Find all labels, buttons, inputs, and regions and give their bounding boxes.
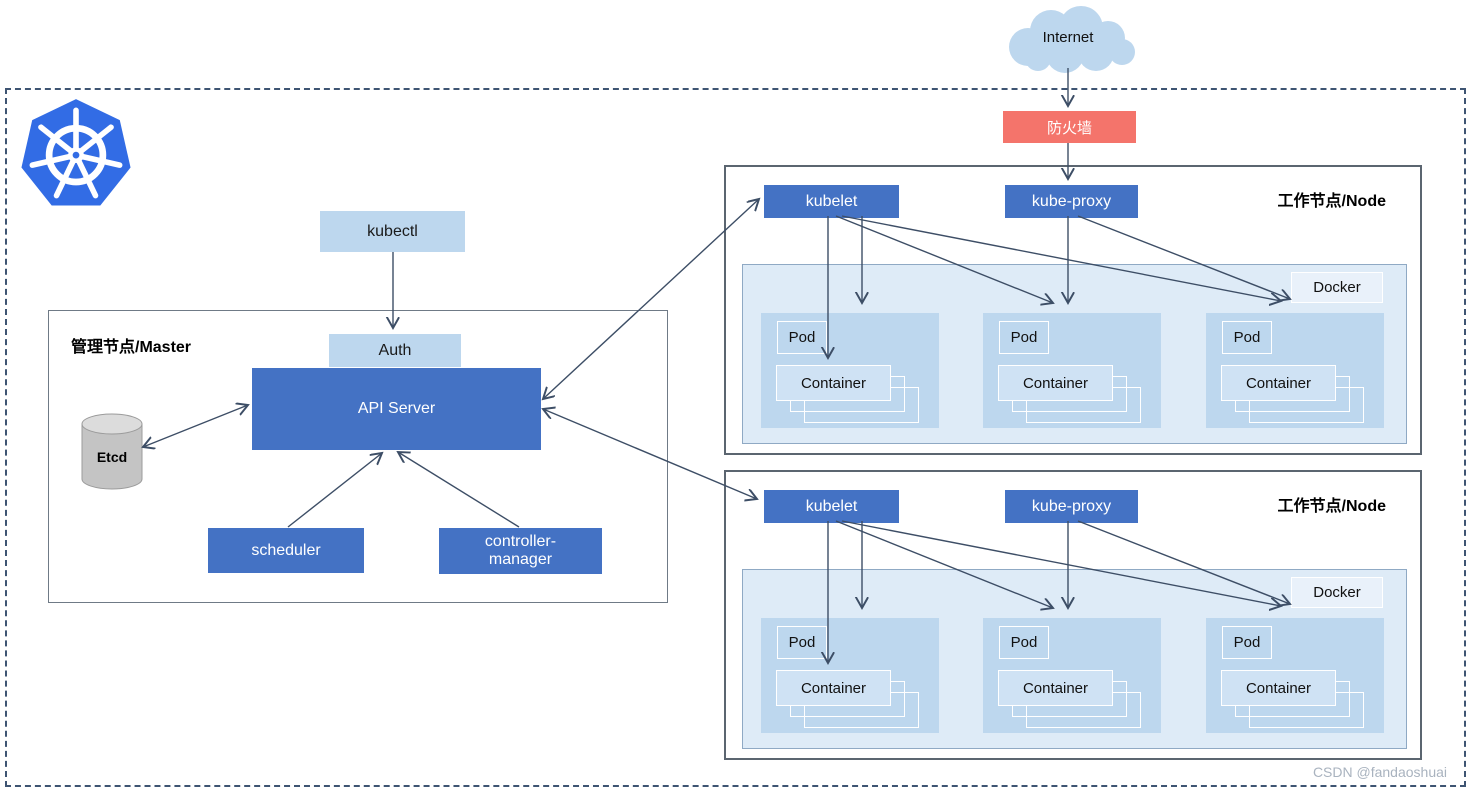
pod-label: Pod [1222,321,1272,354]
container-box: Container [998,670,1113,706]
internet-cloud-icon: Internet [993,5,1143,73]
kubelet-box: kubelet [764,185,899,218]
docker-label: Docker [1291,577,1383,608]
pod-box: Pod Container [1206,618,1384,733]
firewall-box: 防火墙 [1003,111,1136,143]
kube-proxy-box: kube-proxy [1005,185,1138,218]
container-box: Container [1221,365,1336,401]
container-box: Container [1221,670,1336,706]
container-box: Container [998,365,1113,401]
kube-proxy-box: kube-proxy [1005,490,1138,523]
pod-label: Pod [1222,626,1272,659]
pod-box: Pod Container [983,618,1161,733]
kubernetes-logo-icon [20,95,132,213]
internet-label: Internet [1042,29,1094,46]
kubectl-box: kubectl [320,211,465,252]
pod-box: Pod Container [983,313,1161,428]
scheduler-box: scheduler [208,528,364,573]
pod-label: Pod [777,321,827,354]
container-box: Container [776,670,891,706]
container-box: Container [776,365,891,401]
pod-label: Pod [777,626,827,659]
pod-label: Pod [999,626,1049,659]
worker-node-1: 工作节点/Node kubelet kube-proxy Docker Pod … [724,165,1422,455]
worker-node-2: 工作节点/Node kubelet kube-proxy Docker Pod … [724,470,1422,760]
pod-box: Pod Container [1206,313,1384,428]
pod-box: Pod Container [761,618,939,733]
kubelet-box: kubelet [764,490,899,523]
docker-area: Docker Pod Container Pod Container Pod C… [742,264,1407,444]
diagram-dashed-border [5,88,1466,787]
etcd-cylinder-icon: Etcd [81,413,143,493]
pod-label: Pod [999,321,1049,354]
controller-manager-box: controller- manager [439,528,602,574]
master-title: 管理节点/Master [71,339,192,356]
node-title: 工作节点/Node [1277,498,1386,515]
api-server-box: API Server [252,368,541,450]
etcd-label: Etcd [96,449,128,465]
docker-label: Docker [1291,272,1383,303]
auth-box: Auth [329,334,461,367]
node-title: 工作节点/Node [1277,193,1386,210]
watermark-text: CSDN @fandaoshuai [1312,764,1447,780]
pod-box: Pod Container [761,313,939,428]
docker-area: Docker Pod Container Pod Container Pod C… [742,569,1407,749]
master-node-box: 管理节点/Master Auth API Server scheduler co… [48,310,668,603]
